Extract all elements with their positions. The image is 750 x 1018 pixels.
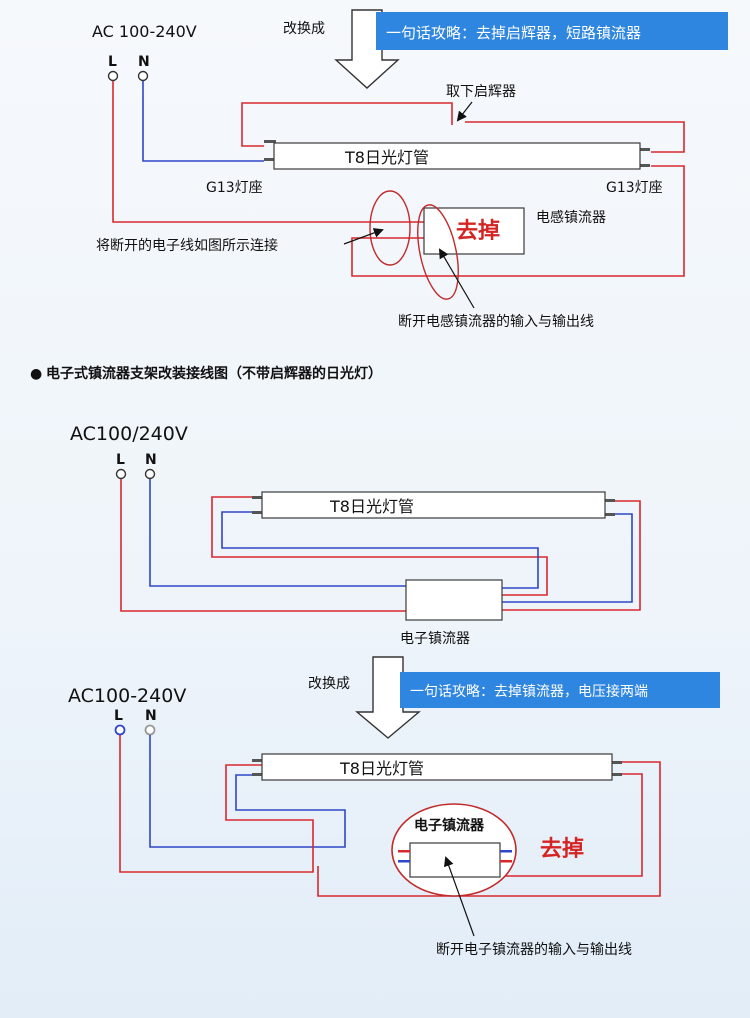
bottom-remove-label: 去掉 [540, 837, 584, 862]
top-terminal-l-label: L [108, 54, 117, 70]
section-heading: ● 电子式镇流器支架改装接线图（不带启辉器的日光灯） [30, 365, 382, 382]
bottom-terminal-l-label: L [114, 708, 123, 724]
middle-terminal-l-label: L [116, 452, 125, 468]
top-tip-text: 一句话攻略：去掉启辉器，短路镇流器 [386, 24, 641, 42]
top-terminal-n [137, 70, 149, 82]
middle-red-wire-left-a [211, 496, 548, 596]
bottom-tube-label: T8日光灯管 [339, 759, 424, 778]
middle-terminal-n-label: N [145, 452, 157, 468]
bottom-electronic-ballast [409, 842, 501, 878]
bottom-change-to-label: 改换成 [308, 675, 350, 692]
top-red-wire-starter-left [241, 102, 453, 147]
top-cut-pointer-arrow [438, 248, 475, 309]
middle-electronic-ballast [405, 579, 503, 621]
bottom-tip-box [400, 672, 720, 708]
middle-blue-wire-right-b [502, 513, 633, 603]
section-bullet: ● [30, 366, 42, 382]
top-blue-wire [142, 81, 264, 162]
top-socket-left-label: G13灯座 [206, 180, 263, 196]
bottom-red-wire-right [317, 761, 661, 897]
top-connect-ellipse [369, 190, 411, 266]
connect-note: 将断开的电子线如图所示连接 [96, 237, 278, 254]
down-arrow-icon [355, 656, 421, 739]
section-title: 电子式镇流器支架改装接线图（不带启辉器的日光灯） [46, 365, 382, 382]
top-tube-label: T8日光灯管 [344, 148, 429, 167]
top-cut-ellipse [417, 204, 459, 300]
middle-diagram: AC100/240V L N T8日光灯管 电子镇流器 [70, 423, 641, 647]
connect-pointer-arrow [343, 228, 384, 245]
bottom-blue-wire [149, 735, 346, 848]
starter-pointer-arrow [456, 101, 473, 122]
top-tip-box [376, 12, 728, 50]
bottom-red-wire [119, 735, 314, 873]
top-tube [273, 142, 641, 170]
top-red-wire-starter-right [465, 121, 685, 153]
middle-ballast-label: 电子镇流器 [400, 631, 470, 647]
top-diagram: AC 100-240V L N 改换成 一句话攻略：去掉启辉器，短路镇流器 取下… [92, 9, 728, 330]
bottom-terminal-n [144, 724, 156, 736]
middle-blue-wire-input [149, 479, 408, 587]
top-remove-label: 去掉 [456, 219, 500, 244]
bottom-terminal-l [114, 724, 126, 736]
top-inductive-ballast [423, 207, 525, 255]
bottom-tube [261, 753, 613, 781]
bottom-voltage-label: AC100-240V [68, 685, 186, 707]
bottom-diagram: 改换成 一句话攻略：去掉镇流器，电压接两端 AC100-240V L N T8日… [68, 656, 720, 958]
top-voltage-label: AC 100-240V [92, 22, 197, 41]
middle-terminal-n [144, 468, 156, 480]
top-terminal-l [107, 70, 119, 82]
middle-voltage-label: AC100/240V [70, 423, 188, 445]
middle-tube [261, 491, 606, 519]
middle-tube-label: T8日光灯管 [329, 497, 414, 516]
top-red-wire-return [351, 165, 685, 277]
top-red-wire-live [112, 81, 424, 223]
bottom-cut-note: 断开电子镇流器的输入与输出线 [436, 942, 632, 958]
top-change-to-label: 改换成 [283, 20, 325, 37]
top-cut-note: 断开电感镇流器的输入与输出线 [398, 313, 594, 330]
top-terminal-n-label: N [138, 54, 150, 70]
middle-terminal-l [115, 468, 127, 480]
bottom-red-wire-right-inner [504, 773, 643, 877]
bottom-tip-text: 一句话攻略：去掉镇流器，电压接两端 [410, 683, 648, 700]
middle-red-wire-right-a [502, 500, 641, 611]
bottom-cut-pointer-arrow [443, 856, 475, 937]
bottom-ballast-label: 电子镇流器 [414, 817, 485, 834]
middle-red-wire-input [120, 479, 408, 612]
bottom-terminal-n-label: N [145, 708, 157, 724]
top-ballast-label: 电感镇流器 [536, 209, 606, 226]
starter-removed-label: 取下启辉器 [446, 84, 516, 100]
top-socket-right-label: G13灯座 [606, 180, 663, 196]
middle-blue-wire-left-b [221, 511, 539, 589]
